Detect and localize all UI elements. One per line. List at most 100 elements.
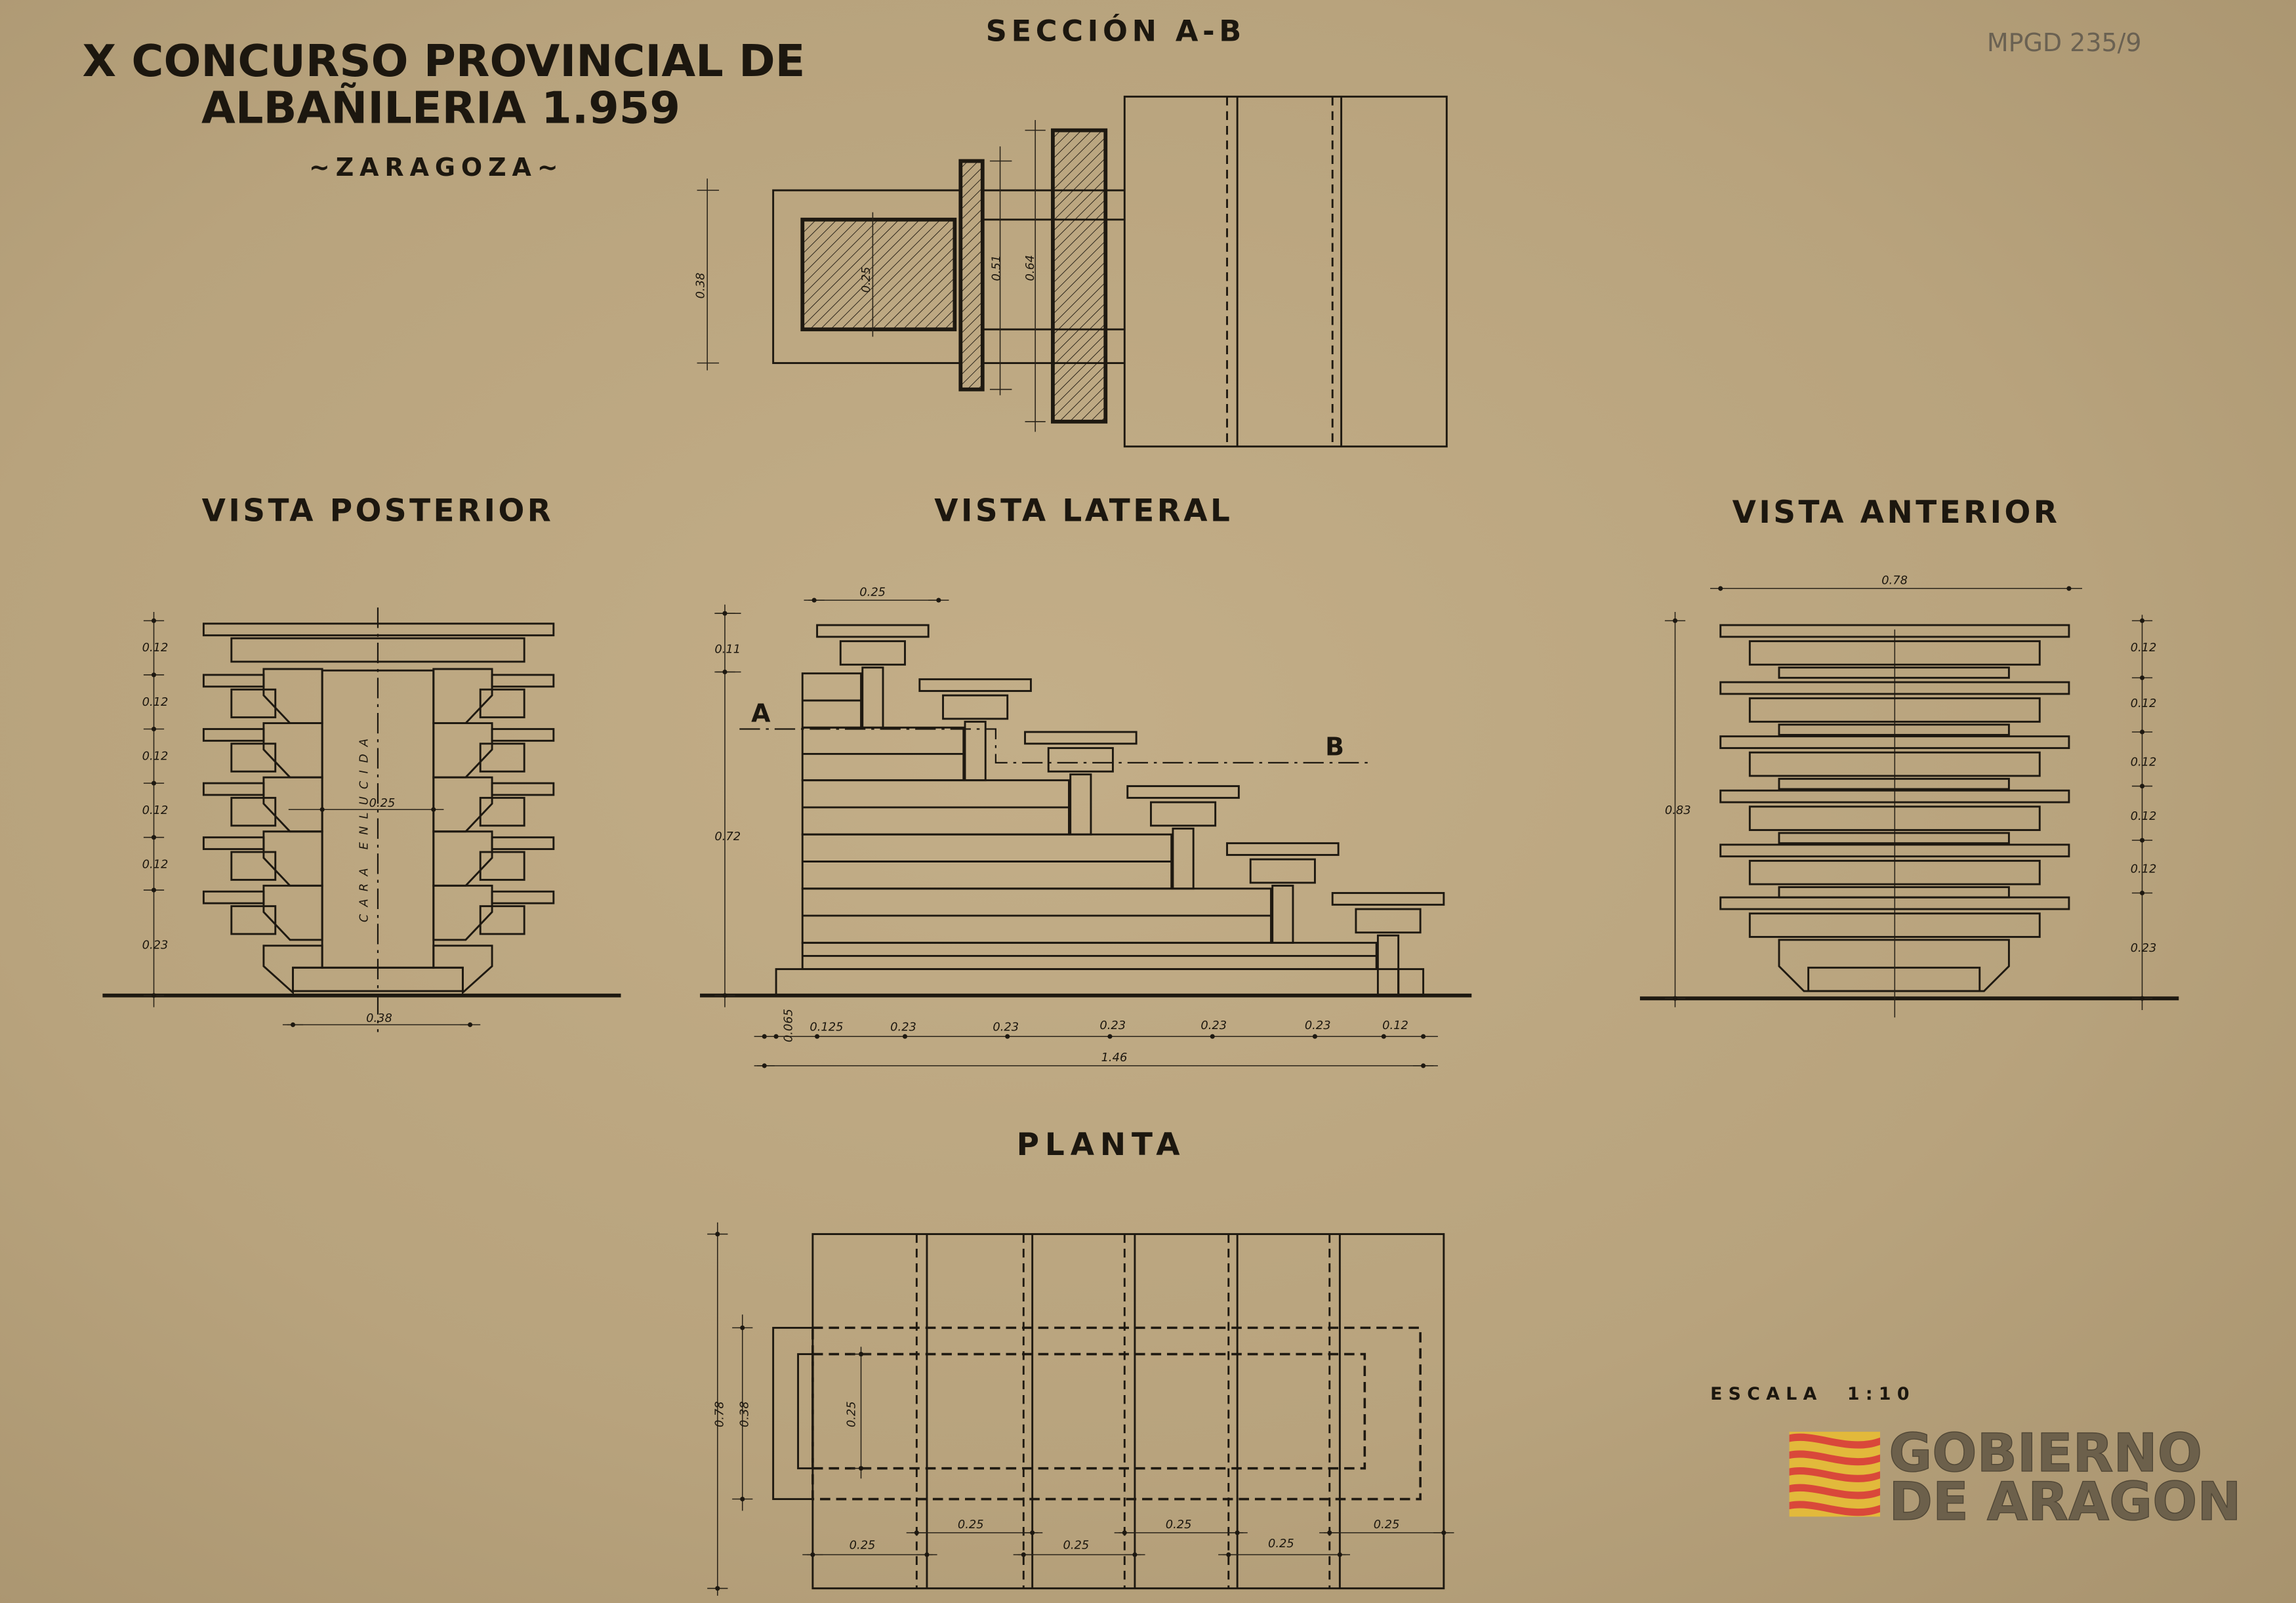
- pedestal-plate: [918, 678, 1032, 692]
- brick-course: [1778, 832, 2010, 845]
- dim-label: 0.23: [1099, 1019, 1126, 1032]
- brick: [491, 728, 555, 742]
- dim-label: 0.25: [1166, 1518, 1192, 1532]
- dim-label: 0.12: [2131, 755, 2157, 769]
- dim-label: 0.38: [738, 1401, 752, 1427]
- dim-label: 0.12: [2131, 862, 2157, 876]
- dim-label: 0.23: [890, 1020, 916, 1034]
- dimension-dot: [151, 993, 157, 998]
- chamfered-brick: [262, 668, 323, 725]
- vista-posterior-label: VISTA POSTERIOR: [202, 493, 554, 529]
- brick: [491, 890, 555, 904]
- dimension-dot: [773, 1034, 779, 1039]
- brick-plate: [1719, 896, 2070, 910]
- chamfered-brick: [432, 944, 493, 995]
- dim-label: 0.64: [1023, 255, 1037, 281]
- pedestal-plate: [816, 624, 930, 638]
- dimension-dot: [762, 1034, 767, 1039]
- flag-stripe: [1789, 1433, 1880, 1449]
- pedestal-post: [1376, 934, 1400, 997]
- brick: [202, 728, 265, 742]
- brick-course: [1748, 751, 2041, 777]
- section-ab-label: SECCIÓN A-B: [986, 13, 1246, 48]
- location-label: ~ZARAGOZA~: [309, 153, 564, 182]
- vista-lateral-drawing: A B 0.25 0.11 0.72 0.065 0.125 0.23 0.23…: [700, 585, 1472, 1068]
- brick: [491, 836, 555, 850]
- dimension-dot: [1235, 1530, 1240, 1535]
- title-line-2: ALBAÑILERIA 1.959: [201, 81, 680, 133]
- dim-label: 0.12: [2131, 697, 2157, 710]
- vista-lateral-label: VISTA LATERAL: [934, 493, 1233, 529]
- dim-label: 0.78: [713, 1401, 727, 1427]
- dimension-dot: [722, 611, 728, 616]
- dim-label: 0.11: [714, 642, 741, 656]
- dim-label: 0.12: [142, 641, 169, 655]
- scale-label: E S C A L A 1 : 1 0: [1710, 1384, 1909, 1404]
- section-ab-drawing: 0.38 0.25 0.51 0.64: [694, 95, 1448, 448]
- dimension-dot: [858, 1466, 864, 1471]
- dim-label: 0.23: [993, 1020, 1019, 1034]
- dimension-dot: [815, 1034, 820, 1039]
- dimension-dot: [1312, 1034, 1318, 1039]
- brick-plate: [1719, 624, 2070, 638]
- brick-course: [1748, 859, 2041, 885]
- brick-course: [1748, 805, 2041, 831]
- dim-label: 0.25: [958, 1518, 984, 1532]
- brick: [479, 851, 525, 881]
- dim-label: 0.12: [142, 695, 169, 709]
- dimension-dot: [290, 1022, 296, 1027]
- vista-anterior-label: VISTA ANTERIOR: [1732, 495, 2060, 531]
- brick: [230, 851, 277, 881]
- dim-label: 0.25: [369, 796, 396, 810]
- dim-label: 0.12: [2131, 809, 2157, 823]
- brick-course: [1748, 697, 2041, 723]
- dimension-dot: [1030, 1530, 1035, 1535]
- dimension-dot: [762, 1063, 767, 1068]
- dimension-dot: [810, 1552, 815, 1557]
- dimension-dot: [2139, 729, 2145, 735]
- dimension-dot: [811, 598, 817, 603]
- pedestal-box: [839, 640, 906, 666]
- dim-label: 0.065: [782, 1009, 796, 1042]
- pedestal-plate: [1024, 731, 1138, 745]
- brick: [479, 905, 525, 935]
- chamfered-brick: [432, 668, 493, 725]
- brick: [491, 782, 555, 796]
- section-mark-a: A: [751, 699, 771, 727]
- logo-line-1: GOBIERNO: [1889, 1422, 2202, 1484]
- dimension-dot: [715, 1231, 720, 1237]
- brick-course: [1778, 777, 2010, 790]
- title-block: X CONCURSO PROVINCIAL DE ALBAÑILERIA 1.9…: [82, 35, 805, 182]
- pedestal-box: [1150, 801, 1217, 827]
- pedestal-post: [1172, 827, 1195, 890]
- pedestal-post: [861, 666, 884, 729]
- dim-label: 0.38: [694, 273, 708, 299]
- dimension-dot: [2139, 890, 2145, 896]
- brick: [202, 674, 265, 688]
- dimension-dot: [715, 1586, 720, 1591]
- chamfered-brick: [262, 884, 323, 941]
- dimension-dot: [924, 1552, 930, 1557]
- planta-drawing: 0.78 0.38 0.25 0.25 0.25 0.25 0.25 0.25 …: [707, 1222, 1454, 1596]
- chamfered-brick: [432, 830, 493, 887]
- brick: [479, 688, 525, 719]
- chamfered-brick: [432, 776, 493, 833]
- cara-enlucida-note: CARA ENLUCIDA: [357, 731, 371, 922]
- dimension-dot: [151, 618, 157, 623]
- dimension-dot: [722, 669, 728, 675]
- dim-label: 0.23: [1200, 1019, 1227, 1032]
- brick: [491, 674, 555, 688]
- chamfered-brick: [432, 884, 493, 941]
- dimension-dot: [1005, 1034, 1010, 1039]
- dim-label: 0.25: [1268, 1537, 1294, 1551]
- dimension-dot: [2066, 586, 2072, 591]
- dimension-dot: [151, 781, 157, 786]
- dim-label: 0.12: [1382, 1019, 1408, 1032]
- dimension-dot: [936, 598, 941, 603]
- dimension-dot: [1421, 1063, 1426, 1068]
- dimension-dot: [740, 1496, 745, 1502]
- flag-stripe: [1789, 1450, 1880, 1466]
- dimension-dot: [2139, 675, 2145, 680]
- brick: [202, 890, 265, 904]
- dimension-dot: [1107, 1034, 1113, 1039]
